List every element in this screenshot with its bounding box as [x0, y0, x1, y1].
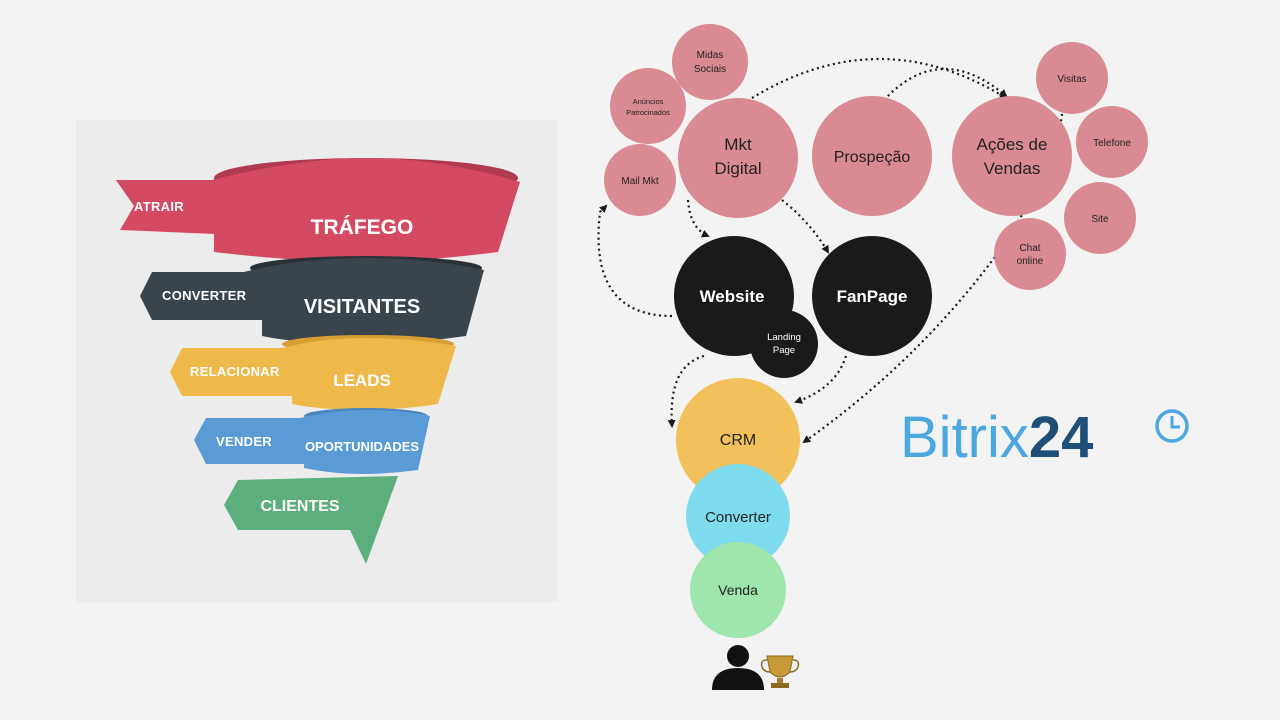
bubble-venda: Venda: [690, 542, 786, 638]
bubble-midias-sociais: Midas Sociais: [672, 24, 748, 100]
svg-text:FanPage: FanPage: [837, 287, 908, 306]
svg-text:Page: Page: [773, 345, 795, 356]
bubble-converter: Converter: [686, 464, 790, 568]
bubble-visitas: Visitas: [1036, 42, 1108, 114]
funnel-stage-clientes: CLIENTES: [224, 476, 398, 564]
svg-text:Venda: Venda: [718, 582, 758, 598]
bubble-prospecao: Prospeção: [812, 96, 932, 216]
svg-text:CRM: CRM: [720, 432, 756, 449]
svg-text:Site: Site: [1091, 214, 1109, 225]
bubble-acoes-vendas: Ações de Vendas: [952, 96, 1072, 216]
funnel-side-relacionar: RELACIONAR: [190, 364, 280, 379]
bitrix24-logo: Bitrix24: [900, 405, 1189, 470]
edge-prospecao-to-acoes: [883, 67, 1008, 101]
svg-text:Mail Mkt: Mail Mkt: [621, 176, 658, 187]
logo-word: Bitrix: [900, 405, 1029, 470]
edge-mkt-to-website: [686, 199, 710, 238]
edge-mkt-to-fanpage: [781, 199, 830, 254]
edge-fanpage-to-crm: [794, 355, 848, 404]
svg-text:Ações de: Ações de: [977, 135, 1048, 154]
bubble-crm: CRM: [676, 378, 800, 502]
funnel-stage-oportunidades: VENDER OPORTUNIDADES: [194, 408, 430, 474]
svg-text:Anúncios: Anúncios: [633, 97, 664, 106]
edge-website-to-mail: [597, 204, 673, 318]
bubble-mkt-digital: Mkt Digital: [678, 98, 798, 218]
bubble-mail-mkt: Mail Mkt: [604, 144, 676, 216]
bubble-chat-online: Chat online: [994, 218, 1066, 290]
svg-text:Website: Website: [700, 287, 765, 306]
bubble-telefone: Telefone: [1076, 106, 1148, 178]
person-icon: [712, 645, 764, 690]
bubble-anuncios: Anúncios Patrocinados: [610, 68, 686, 144]
funnel-stage-leads: RELACIONAR LEADS: [170, 335, 456, 410]
svg-text:Digital: Digital: [714, 159, 761, 178]
funnel-main-visitantes: VISITANTES: [304, 296, 420, 318]
svg-text:Landing: Landing: [767, 332, 801, 343]
bubble-fanpage: FanPage: [812, 236, 932, 356]
svg-text:Bitrix24: Bitrix24: [900, 405, 1093, 470]
funnel-main-leads: LEADS: [333, 371, 391, 390]
funnel-main-clientes: CLIENTES: [260, 498, 339, 515]
svg-text:Prospeção: Prospeção: [834, 149, 911, 166]
funnel-side-converter: CONVERTER: [162, 288, 247, 303]
svg-text:online: online: [1017, 256, 1044, 267]
trophy-icon: [760, 655, 800, 688]
bubble-landing-page: Landing Page: [750, 310, 818, 378]
funnel-main-trafego: TRÁFEGO: [311, 216, 414, 239]
svg-text:Converter: Converter: [705, 509, 771, 526]
svg-text:Patrocinados: Patrocinados: [626, 108, 670, 117]
edge-visitas-to-crm: [802, 75, 1064, 444]
bubble-site: Site: [1064, 182, 1136, 254]
sales-funnel: ATRAIR TRÁFEGO CONVERTER VISITANTES RELA…: [116, 158, 520, 564]
funnel-main-oportunidades: OPORTUNIDADES: [305, 439, 419, 454]
svg-text:Visitas: Visitas: [1057, 74, 1086, 85]
funnel-side-atrair: ATRAIR: [134, 199, 184, 214]
svg-text:Midas: Midas: [697, 50, 724, 61]
clock-icon: [1155, 409, 1189, 443]
funnel-stage-visitantes: CONVERTER VISITANTES: [140, 256, 484, 344]
edge-mkt-to-acoes: [751, 58, 1008, 100]
svg-text:Vendas: Vendas: [984, 159, 1041, 178]
funnel-stage-trafego: ATRAIR TRÁFEGO: [116, 158, 520, 262]
svg-text:Telefone: Telefone: [1093, 138, 1131, 149]
svg-text:Chat: Chat: [1019, 243, 1040, 254]
flow-edges: [597, 58, 1064, 444]
svg-text:Mkt: Mkt: [724, 135, 752, 154]
edge-website-to-crm: [667, 354, 705, 428]
svg-text:Sociais: Sociais: [694, 64, 726, 75]
logo-number: 24: [1029, 405, 1094, 470]
funnel-side-vender: VENDER: [216, 434, 272, 449]
